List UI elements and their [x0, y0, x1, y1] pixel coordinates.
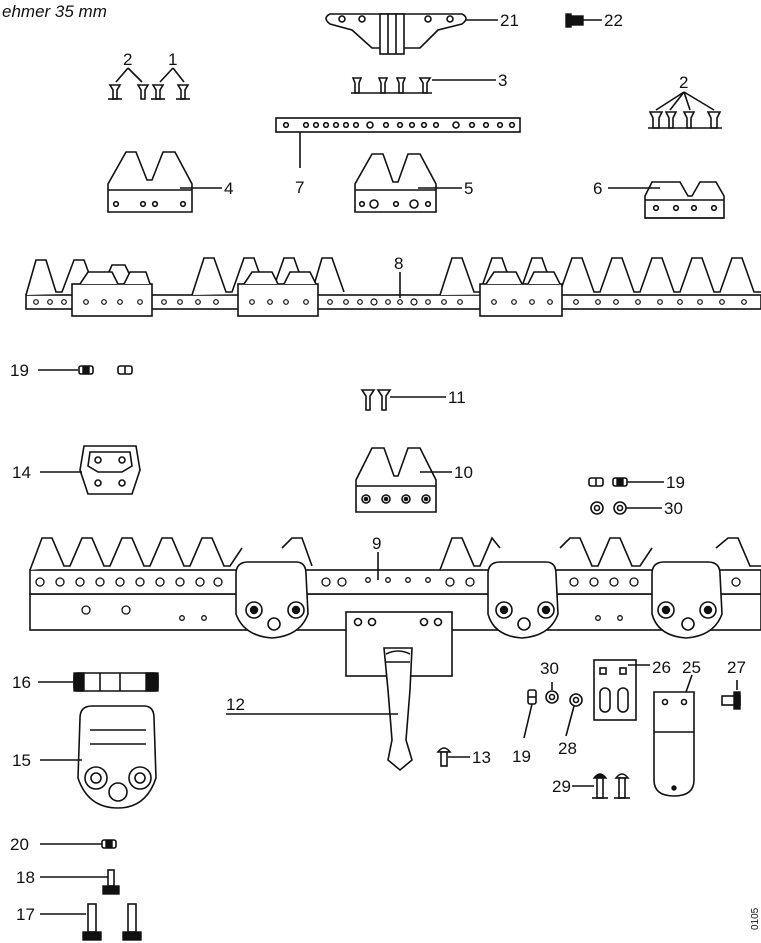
title-fragment: ehmer 35 mm	[2, 2, 107, 21]
label-8: 8	[394, 254, 403, 273]
part-21-hinge-plate	[325, 13, 467, 55]
label-16: 16	[12, 673, 31, 692]
part-13-bolt	[436, 747, 452, 767]
label-19-right: 19	[666, 473, 685, 492]
label-14: 14	[12, 463, 31, 482]
part-19-nuts-left	[78, 365, 133, 375]
part-5-knife-section	[354, 153, 437, 213]
label-9: 9	[372, 534, 381, 553]
label-21: 21	[500, 11, 519, 30]
label-25: 25	[682, 658, 701, 677]
label-10: 10	[454, 463, 473, 482]
label-22: 22	[604, 11, 623, 30]
part-4-knife-section	[107, 151, 193, 213]
label-6: 6	[593, 179, 602, 198]
part-14-clip	[79, 445, 141, 495]
label-12: 12	[226, 695, 245, 714]
label-15: 15	[12, 751, 31, 770]
part-29-bolts	[592, 773, 630, 799]
part-10-knife-section	[355, 447, 437, 513]
label-29: 29	[552, 777, 571, 796]
figure-code: 0105	[750, 907, 761, 930]
part-20-nut	[101, 839, 117, 849]
part-27-bolt	[721, 691, 741, 710]
label-2-right: 2	[679, 73, 688, 92]
label-7: 7	[295, 178, 304, 197]
part-15-clip	[77, 705, 157, 809]
label-1: 1	[168, 50, 177, 69]
label-4: 4	[224, 179, 233, 198]
part-19-nuts-right	[588, 477, 628, 487]
part-11-rivets	[360, 389, 392, 411]
label-20: 20	[10, 835, 29, 854]
part-18-bolt	[102, 869, 120, 895]
part-12-knife-head	[345, 611, 453, 772]
part-8-knife-bar	[25, 257, 761, 317]
label-30-middle: 30	[540, 659, 559, 678]
label-27: 27	[727, 658, 746, 677]
label-19-middle: 19	[512, 747, 531, 766]
label-11: 11	[448, 388, 466, 407]
label-28: 28	[558, 739, 577, 758]
label-18: 18	[16, 868, 35, 887]
label-26: 26	[652, 658, 671, 677]
part-30-washers-right	[590, 501, 627, 515]
label-13: 13	[472, 748, 491, 767]
part-19-nut-middle	[527, 689, 537, 705]
label-3: 3	[498, 71, 507, 90]
label-2-left: 2	[123, 50, 132, 69]
label-5: 5	[464, 179, 473, 198]
part-26-plate	[593, 659, 637, 721]
label-17: 17	[16, 905, 35, 924]
part-22-bolt	[565, 13, 584, 28]
part-30-washer-middle	[545, 690, 559, 704]
part-25-arm	[653, 691, 695, 797]
part-16-coupling	[73, 672, 159, 692]
part-6-knife-section	[644, 181, 725, 219]
part-3-rivets	[351, 77, 432, 94]
label-19-top: 19	[10, 361, 29, 380]
part-7-strip	[275, 117, 521, 133]
part-17-bolts	[82, 903, 142, 941]
part-2-rivets-right	[648, 111, 722, 129]
label-30-right: 30	[664, 499, 683, 518]
part-28-washer	[569, 693, 583, 707]
part-1-2-rivets	[108, 84, 190, 100]
